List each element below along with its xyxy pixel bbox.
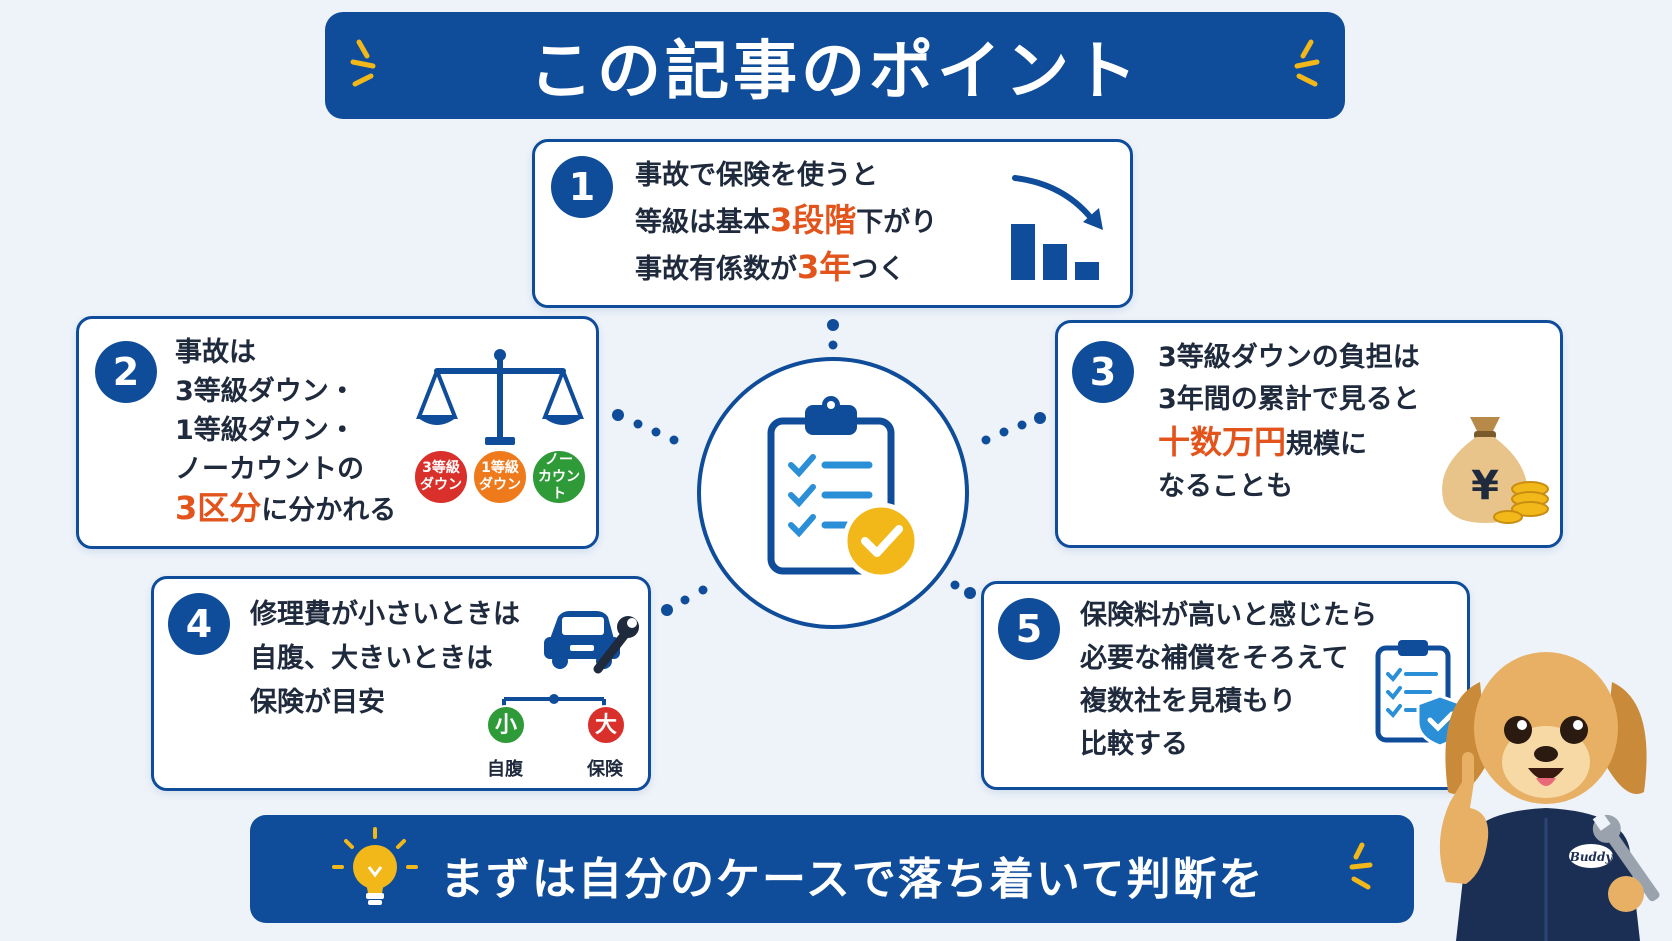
car-wrench-icon (544, 611, 639, 674)
point-1-line-3a: 事故有係数が (635, 254, 797, 285)
point-2-line-3: 1等級ダウン・ (175, 415, 356, 446)
badge-3-down: 3等級ダウン (413, 449, 469, 505)
point-number-1: 1 (551, 156, 613, 218)
point-1-line-2a: 等級は基本 (635, 207, 770, 238)
point-card-5: 5 保険料が高いと感じたら 必要な補償をそろえて 複数社を見積もり 比較する (981, 581, 1470, 790)
clipboard-check-icon (767, 396, 920, 580)
badge-small: 小 (486, 705, 526, 745)
point-5-line-3: 複数社を見積もり (1080, 686, 1296, 717)
point-number-3: 3 (1072, 341, 1134, 403)
point-5-line-1: 保険料が高いと感じたら (1080, 600, 1377, 631)
badge-large: 大 (586, 705, 626, 745)
badge-no-count: ノーカウント (531, 449, 587, 505)
badge-no-count-line1: ノー (545, 451, 573, 468)
point-5-line-2: 必要な補償をそろえて (1080, 643, 1349, 674)
spark-right-icon (1294, 39, 1320, 87)
point-card-2: 2 事故は 3等級ダウン・ 1等級ダウン・ ノーカウントの 3区分に分かれる 3… (76, 316, 599, 549)
title-banner: この記事のポイント (325, 12, 1345, 119)
point-1-line-3c: つく (851, 254, 906, 285)
badge-1-down-line2: ダウン (479, 477, 521, 493)
lightbulb-icon (332, 827, 418, 905)
spark-left-icon (350, 39, 376, 87)
point-3-line-2: 3年間の累計で見ると (1158, 384, 1420, 415)
yen-symbol: ¥ (1471, 463, 1499, 509)
label-insurance: 保険 (587, 759, 623, 780)
point-2-line-2: 3等級ダウン・ (175, 376, 356, 407)
point-4-line-3: 保険が目安 (250, 687, 385, 718)
point-3-line-4: なることも (1158, 471, 1293, 502)
point-2-highlight: 3区分 (175, 489, 262, 527)
point-card-4: 4 修理費が小さいときは 自腹、大きいときは 保険が目安 小 大 自腹 保険 (151, 576, 651, 791)
badge-1-down: 1等級ダウン (472, 449, 528, 505)
point-number-2: 2 (95, 341, 157, 403)
point-card-1: 1 事故で保険を使うと 等級は基本3段階下がり 事故有係数が3年つく (532, 139, 1133, 308)
point-1-line-2: 等級は基本3段階下がり (635, 198, 937, 245)
point-3-line-1: 3等級ダウンの負担は (1158, 342, 1420, 373)
page-title: この記事のポイント (529, 34, 1141, 109)
point-text-1: 事故で保険を使うと 等級は基本3段階下がり 事故有係数が3年つく (635, 154, 937, 292)
point-1-line-1: 事故で保険を使うと (635, 160, 878, 191)
point-text-4: 修理費が小さいときは 自腹、大きいときは 保険が目安 (250, 593, 520, 725)
point-3-line-3: 十数万円規模に (1158, 421, 1420, 466)
mascot-dog-illustration: Buddy (1439, 652, 1660, 941)
center-clipboard-circle (697, 357, 969, 629)
spark-bottom-icon (1349, 842, 1373, 890)
point-number-4: 4 (168, 593, 230, 655)
point-2-line-4: ノーカウントの (175, 454, 364, 485)
point-3-highlight: 十数万円 (1158, 423, 1287, 461)
point-card-3: 3 3等級ダウンの負担は 3年間の累計で見ると 十数万円規模に なることも ¥ (1055, 320, 1563, 548)
point-text-3: 3等級ダウンの負担は 3年間の累計で見ると 十数万円規模に なることも (1158, 337, 1420, 508)
point-1-highlight-steps: 3段階 (770, 201, 857, 239)
point-4-line-1: 修理費が小さいときは (250, 599, 520, 630)
bar-chart-down-icon (1011, 175, 1103, 280)
badge-no-count-line2: カウント (538, 468, 580, 502)
point-2-line-5-rest: に分かれる (261, 495, 397, 526)
label-self-pay: 自腹 (487, 759, 523, 780)
bottom-banner: まずは自分のケースで落ち着いて判断を (250, 815, 1414, 923)
bottom-message: まずは自分のケースで落ち着いて判断を (440, 854, 1265, 905)
point-5-line-4: 比較する (1080, 729, 1188, 760)
point-text-2: 事故は 3等級ダウン・ 1等級ダウン・ ノーカウントの 3区分に分かれる (175, 333, 396, 530)
mascot-badge-text: Buddy (1569, 850, 1614, 864)
point-1-highlight-years: 3年 (797, 248, 852, 286)
point-3-line-3-rest: 規模に (1286, 429, 1368, 460)
money-bag-icon: ¥ (1442, 417, 1549, 524)
point-2-line-1: 事故は (175, 337, 256, 368)
scale-icon (416, 349, 584, 445)
badge-3-down-line2: ダウン (420, 477, 462, 493)
point-1-line-2c: 下がり (856, 207, 938, 238)
badge-3-down-line1: 3等級 (422, 460, 460, 476)
point-2-line-5: 3区分に分かれる (175, 489, 396, 530)
point-text-5: 保険料が高いと感じたら 必要な補償をそろえて 複数社を見積もり 比較する (1080, 594, 1377, 766)
point-1-line-3: 事故有係数が3年つく (635, 245, 937, 292)
point-4-line-2: 自腹、大きいときは (250, 643, 493, 674)
badge-1-down-line1: 1等級 (481, 460, 519, 476)
point-number-5: 5 (998, 598, 1060, 660)
